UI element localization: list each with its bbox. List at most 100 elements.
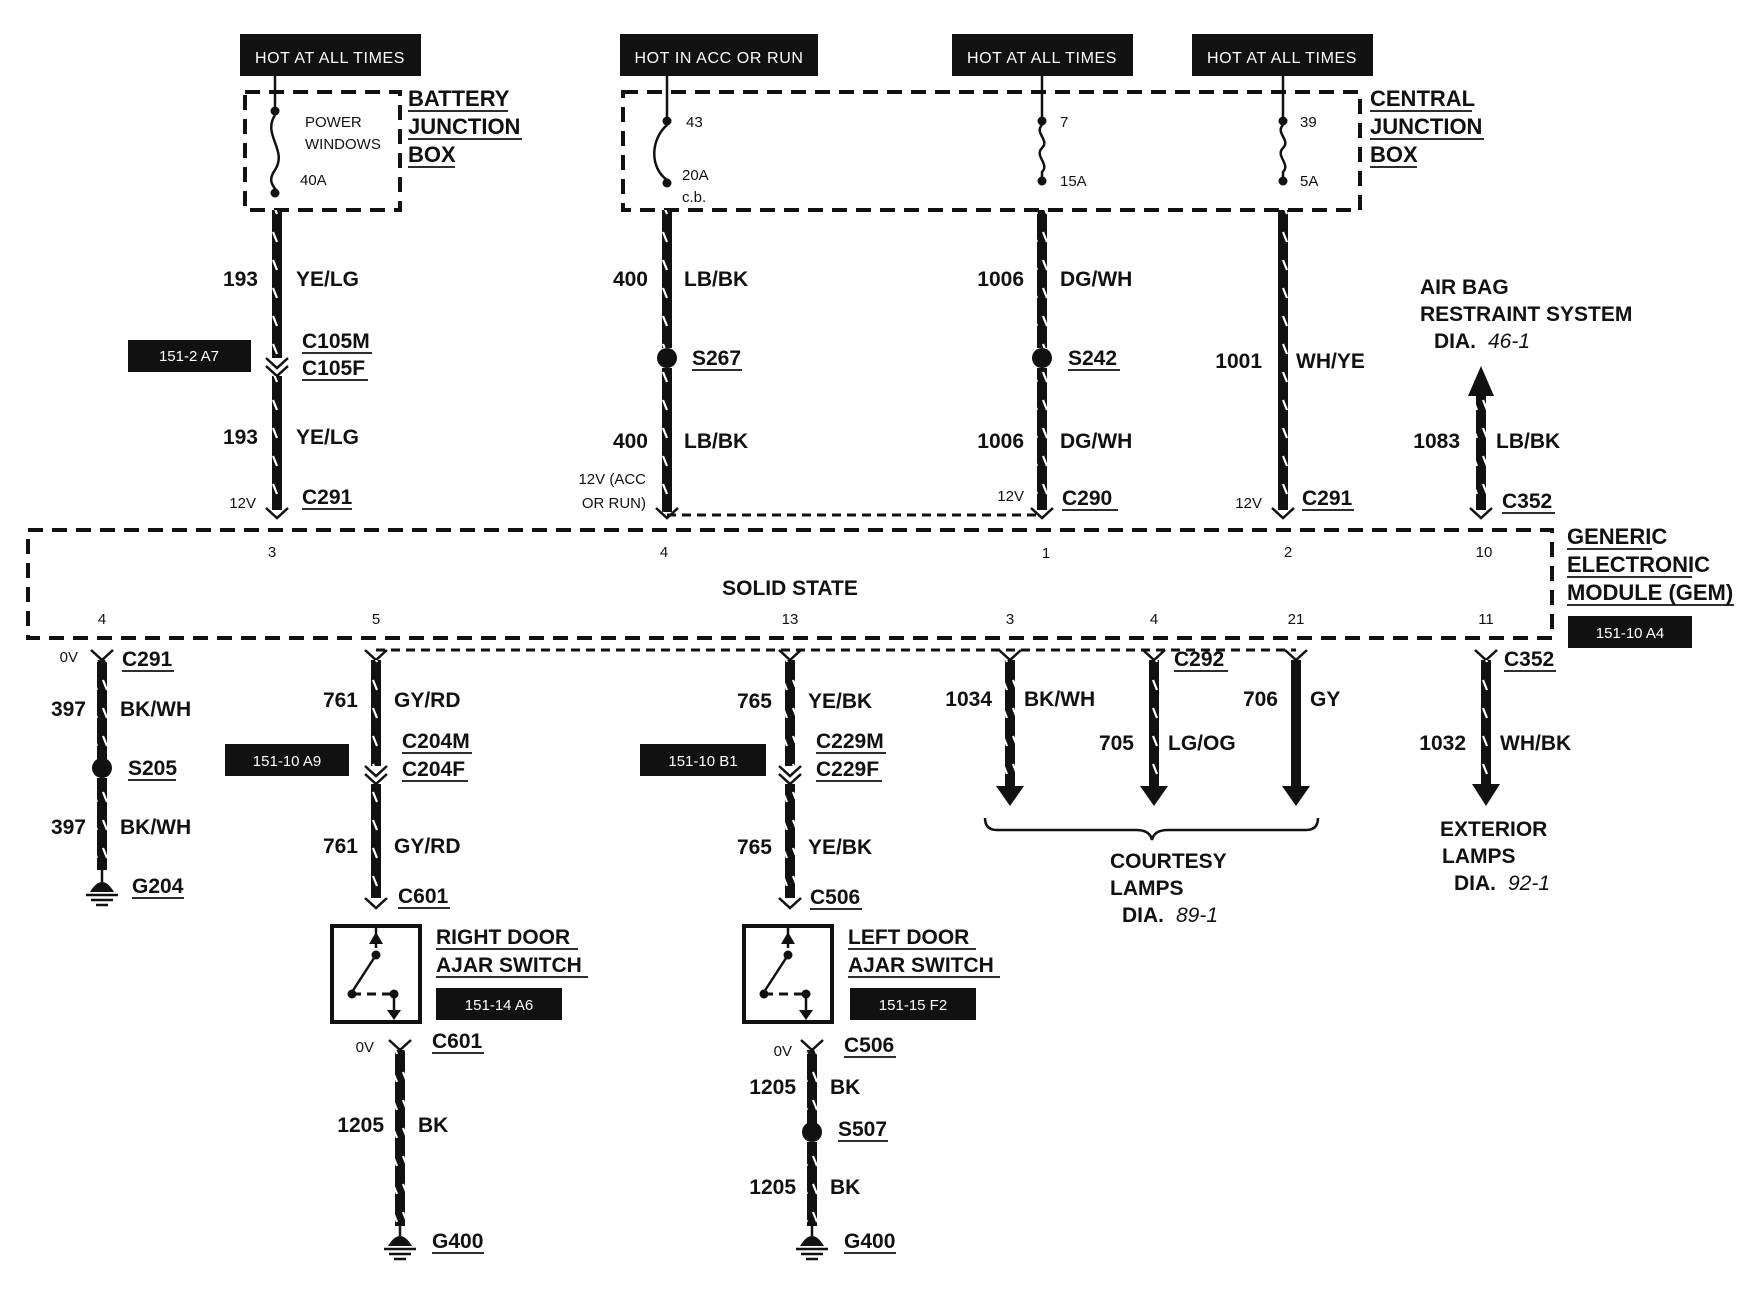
up-arrow-airbag: [1468, 366, 1494, 396]
circuit-1083-color: LB/BK: [1496, 430, 1560, 453]
circuit-1006-color-1: DG/WH: [1060, 268, 1132, 291]
header-hot-at-all-times-1: HOT AT ALL TIMES: [240, 34, 421, 76]
gem-top-pin-1: 1: [1042, 545, 1050, 562]
circuit-1205-left-number-2: 1205: [749, 1176, 796, 1199]
splice-s242-dot: [1032, 348, 1052, 368]
exterior-lamps-label: EXTERIOR LAMPS DIA. 92-1: [1440, 818, 1550, 895]
gem-top-pin-3: 3: [268, 544, 276, 561]
wire-761-lower: [371, 784, 381, 898]
svg-text:AJAR SWITCH: AJAR SWITCH: [436, 954, 582, 977]
svg-text:AJAR SWITCH: AJAR SWITCH: [848, 954, 994, 977]
battery-junction-box: [243, 90, 402, 212]
voltage-1001: 12V: [1235, 495, 1262, 512]
header-hot-at-all-times-3: HOT AT ALL TIMES: [1192, 34, 1373, 76]
svg-text:HOT AT ALL TIMES: HOT AT ALL TIMES: [1207, 50, 1357, 67]
svg-text:151-10 A9: 151-10 A9: [253, 753, 321, 770]
voltage-193: 12V: [229, 495, 256, 512]
gem-top-pin-10: 10: [1476, 544, 1493, 561]
circuit-761-number-1: 761: [323, 689, 358, 712]
battery-junction-box-label: BATTERY JUNCTION BOX: [408, 86, 522, 168]
circuit-1205-left-number-1: 1205: [749, 1076, 796, 1099]
wire-397-upper: [97, 660, 107, 760]
connector-c601-out: C601: [432, 1030, 483, 1053]
circuit-761-number-2: 761: [323, 835, 358, 858]
svg-text:151-2 A7: 151-2 A7: [159, 348, 219, 365]
gem-bottom-pin-4b: 4: [1150, 611, 1158, 628]
fuse-name-line-1: POWER: [305, 114, 362, 131]
fuse-39-symbol: [1279, 124, 1287, 178]
svg-text:151-14 A6: 151-14 A6: [465, 997, 533, 1014]
svg-text:BOX: BOX: [1370, 142, 1418, 167]
connector-c204f: C204F: [402, 758, 465, 781]
gem-bottom-pin-3: 3: [1006, 611, 1014, 628]
circuit-1205-left-color-2: BK: [830, 1176, 860, 1199]
svg-text:151-10 B1: 151-10 B1: [668, 753, 737, 770]
fuse-43-rating: 20A: [682, 167, 709, 184]
circuit-765-number-2: 765: [737, 836, 772, 859]
gem-bottom-pin-11: 11: [1478, 611, 1494, 628]
svg-text:GENERIC: GENERIC: [1567, 524, 1667, 549]
svg-text:151-10 A4: 151-10 A4: [1596, 625, 1664, 642]
circuit-1001-color: WH/YE: [1296, 350, 1365, 373]
wire-193-lower: [272, 376, 282, 510]
svg-text:BOX: BOX: [408, 142, 456, 167]
ref-151-15-f2: 151-15 F2: [850, 988, 976, 1020]
gem-bottom-pin-5: 5: [372, 611, 380, 628]
right-door-switch-label: RIGHT DOOR AJAR SWITCH: [436, 926, 588, 978]
fuse-symbol: [269, 114, 280, 195]
ref-151-14-a6: 151-14 A6: [436, 988, 562, 1020]
circuit-1205-left-color-1: BK: [830, 1076, 860, 1099]
svg-text:JUNCTION: JUNCTION: [1370, 114, 1482, 139]
fuse-43-number: 43: [686, 114, 703, 131]
connector-c352-pin10: C352: [1502, 490, 1552, 513]
wire-397-lower: [97, 778, 107, 870]
circuit-706-color: GY: [1310, 688, 1340, 711]
fuse-7-rating: 15A: [1060, 173, 1087, 190]
circuit-1006-number-2: 1006: [977, 430, 1024, 453]
arrow-1032: [1472, 784, 1500, 806]
wire-1205-left-upper: [807, 1050, 817, 1126]
connector-c291-pin2: C291: [1302, 487, 1353, 510]
splice-s267: S267: [692, 347, 741, 370]
left-door-switch-label: LEFT DOOR AJAR SWITCH: [848, 926, 1000, 978]
svg-text:DIA.: DIA.: [1122, 904, 1164, 927]
connector-c105m: C105M: [302, 330, 370, 353]
circuit-765-color-1: YE/BK: [808, 690, 872, 713]
circuit-400-color-1: LB/BK: [684, 268, 748, 291]
voltage-0v-c291: 0V: [60, 649, 78, 666]
circuit-705-number: 705: [1099, 732, 1134, 755]
fuse-rating: 40A: [300, 172, 327, 189]
circuit-1083-number: 1083: [1413, 430, 1460, 453]
svg-text:DIA.: DIA.: [1434, 330, 1476, 353]
circuit-761-color-2: GY/RD: [394, 835, 461, 858]
arrow-706: [1282, 786, 1310, 806]
circuit-1006-color-2: DG/WH: [1060, 430, 1132, 453]
connector-c290: C290: [1062, 487, 1112, 510]
circuit-765-number-1: 765: [737, 690, 772, 713]
connector-c229m: C229M: [816, 730, 884, 753]
connector-c352-pin11: C352: [1504, 648, 1554, 671]
circuit-193-color-1: YE/LG: [296, 268, 359, 291]
connector-c291-pin3: C291: [302, 486, 353, 509]
ref-151-10-a9: 151-10 A9: [225, 744, 349, 776]
connector-c105f: C105F: [302, 357, 365, 380]
ref-151-2-a7: 151-2 A7: [128, 340, 251, 372]
wire-705: [1149, 660, 1159, 786]
svg-text:HOT AT ALL TIMES: HOT AT ALL TIMES: [967, 50, 1117, 67]
connector-c204m: C204M: [402, 730, 470, 753]
svg-text:DIA.: DIA.: [1454, 872, 1496, 895]
wire-400-upper: [662, 210, 672, 348]
svg-text:HOT AT ALL TIMES: HOT AT ALL TIMES: [255, 50, 405, 67]
ground-g204: G204: [132, 875, 184, 898]
splice-s267-dot: [657, 348, 677, 368]
left-door-ajar-switch-icon: [742, 924, 834, 1024]
splice-s242: S242: [1068, 347, 1117, 370]
connector-c291-pin4: C291: [122, 648, 173, 671]
svg-text:46-1: 46-1: [1488, 330, 1530, 353]
fuse-7-number: 7: [1060, 114, 1068, 131]
fuse-43-type: c.b.: [682, 189, 706, 206]
circuit-761-color-1: GY/RD: [394, 689, 461, 712]
connector-c229f: C229F: [816, 758, 879, 781]
svg-text:COURTESY: COURTESY: [1110, 850, 1227, 873]
